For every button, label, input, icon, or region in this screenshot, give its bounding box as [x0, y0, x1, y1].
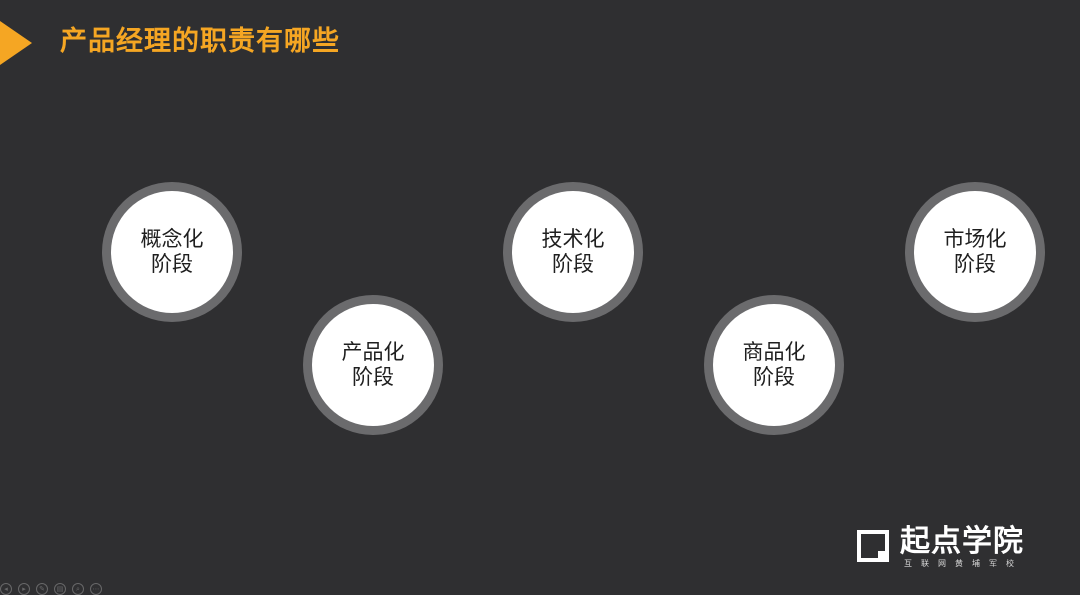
stage-label: 市场化	[943, 227, 1007, 251]
slide-title: 产品经理的职责有哪些	[60, 26, 340, 57]
stage-label: 概念化	[140, 227, 204, 251]
stage-circle-product: 产品化 阶段	[303, 295, 443, 435]
stage-circle-concept: 概念化 阶段	[102, 182, 242, 322]
next-icon[interactable]: ▸	[18, 583, 30, 595]
stage-circle-inner: 概念化 阶段	[111, 191, 233, 313]
brand-tagline: 互联网黄埔军校	[904, 559, 1023, 568]
stage-circle-technology: 技术化 阶段	[503, 182, 643, 322]
stage-label: 阶段	[352, 365, 394, 389]
slides-icon[interactable]: ▤	[54, 583, 66, 595]
slideshow-controls: ◂ ▸ ✎ ▤ ⌕ ⋯	[0, 583, 102, 595]
pen-icon[interactable]: ✎	[36, 583, 48, 595]
stage-circle-inner: 产品化 阶段	[312, 304, 434, 426]
stage-label: 阶段	[954, 252, 996, 276]
prev-icon[interactable]: ◂	[0, 583, 12, 595]
stage-label: 阶段	[552, 252, 594, 276]
stage-circle-inner: 技术化 阶段	[512, 191, 634, 313]
more-icon[interactable]: ⋯	[90, 583, 102, 595]
stage-label: 阶段	[753, 365, 795, 389]
title-accent-arrow-icon	[0, 21, 32, 65]
stage-label: 产品化	[341, 340, 405, 364]
stage-circle-inner: 市场化 阶段	[914, 191, 1036, 313]
stage-label: 阶段	[151, 252, 193, 276]
brand-watermark: 起点学院 互联网黄埔军校	[854, 524, 1044, 572]
brand-name: 起点学院	[900, 524, 1024, 559]
qidian-logo-icon	[857, 530, 889, 562]
zoom-icon[interactable]: ⌕	[72, 583, 84, 595]
stage-circle-inner: 商品化 阶段	[713, 304, 835, 426]
stage-circle-market: 市场化 阶段	[905, 182, 1045, 322]
stage-label: 技术化	[541, 227, 605, 251]
stage-label: 商品化	[742, 340, 806, 364]
stage-circle-commercial: 商品化 阶段	[704, 295, 844, 435]
